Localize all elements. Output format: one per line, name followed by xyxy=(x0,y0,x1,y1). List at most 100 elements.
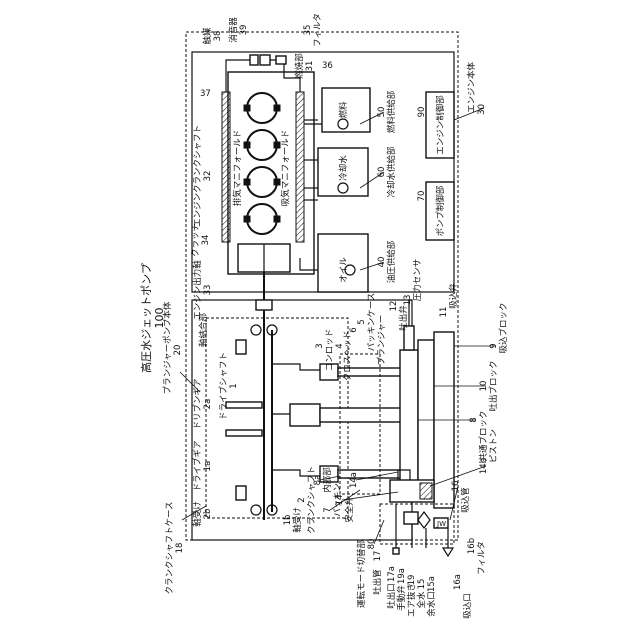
inner-label: 内部部 xyxy=(322,467,333,493)
air-vent-label: エア抜き xyxy=(406,583,417,617)
common-block xyxy=(400,350,418,490)
drive-gear xyxy=(226,430,262,436)
bearing-1b-label: 軸受け xyxy=(292,507,303,533)
n5-label: 5 xyxy=(357,319,367,324)
n7-label: 7 xyxy=(323,507,333,512)
n50-label: 50 xyxy=(377,107,387,118)
n36-label: 36 xyxy=(322,61,333,71)
safety-valve-label: 安全弁 xyxy=(344,497,355,523)
catalyst-label: 触媒 xyxy=(202,27,213,45)
bearing-2b-label: 軸受け xyxy=(192,501,203,527)
crank-case-num: 18 xyxy=(175,543,185,554)
shaft-coupling xyxy=(256,300,272,310)
suction-port-label: 吸込口 xyxy=(462,593,473,619)
discharge-valve-label: 吐出弁 xyxy=(398,305,409,331)
coupling-label: 軸結合部 xyxy=(198,313,209,348)
drive-shaft-label: ドライブシャフト xyxy=(218,352,229,420)
engine-ctrl-label: エンジン制御部 xyxy=(435,95,446,155)
n2-label: 2 xyxy=(297,497,307,502)
n2a-label: 2a xyxy=(203,399,213,410)
crosshead-label: クロスヘッド xyxy=(343,331,353,381)
crankshaft-e-num: 32 xyxy=(203,171,213,182)
n35-label: 35 xyxy=(303,25,313,36)
n3-label: 3 xyxy=(315,343,325,348)
crank-case-label: クランクシャフトケース xyxy=(165,501,175,594)
fuel-label: 燃料 xyxy=(338,101,349,119)
bearings xyxy=(236,325,277,515)
catalyst-box xyxy=(250,55,258,65)
n39-label: 39 xyxy=(239,25,249,36)
n19-label: 19 xyxy=(407,575,417,586)
n6-label: 6 xyxy=(349,327,359,332)
filter-e-box xyxy=(276,56,286,64)
suction-valve-label: 吸込弁 xyxy=(448,283,459,309)
n13-label: 13 xyxy=(403,295,413,306)
eshaft-num: 33 xyxy=(203,285,213,296)
n1a-label: 1a xyxy=(203,461,213,472)
n70-label: 70 xyxy=(417,191,427,202)
piston-label: ピストン xyxy=(489,429,499,463)
n11-label: 11 xyxy=(439,307,449,318)
driven-gear xyxy=(226,402,262,408)
n4-label: 4 xyxy=(335,343,345,348)
n14b-label: 14b xyxy=(479,458,489,474)
muffler-box xyxy=(260,55,270,65)
n19a-label: 19a xyxy=(397,568,407,584)
pump-ctrl-label: ポンプ制御部 xyxy=(435,185,446,236)
coolant-supply-label: 冷却水供給部 xyxy=(386,146,397,198)
eshaft-label: エンジン出力軸 xyxy=(192,260,203,320)
clutch-label: クラッチ xyxy=(191,223,201,257)
n40-label: 40 xyxy=(377,257,387,268)
pressure-sensor-label: 圧力センサ xyxy=(412,259,423,302)
n37-label: 37 xyxy=(200,89,211,99)
n17-label: 17 xyxy=(373,551,383,562)
n38-label: 38 xyxy=(213,31,223,42)
jw-label: JW xyxy=(436,520,446,528)
n17a-label: 17a xyxy=(387,566,397,582)
exhaust-manifold xyxy=(222,92,230,242)
n1-label: 1 xyxy=(229,383,239,388)
packing-case-label: パッキンケース xyxy=(367,293,377,352)
n16b-label: 16b xyxy=(467,538,477,554)
drive-gear-label: ドライブギア xyxy=(192,440,203,491)
intake-label: 吸気マニフォールド xyxy=(280,130,291,207)
intake-manifold xyxy=(296,92,304,242)
filter-e-label: フィルタ xyxy=(313,13,323,47)
n12-label: 12 xyxy=(389,301,399,312)
n1b-label: 1b xyxy=(283,515,293,526)
engine-body-label: エンジン本体 xyxy=(466,62,477,114)
engine-body-num: 30 xyxy=(477,104,487,115)
suction-block-label: 吸込ブロック xyxy=(498,302,509,353)
suction-pipe-label: 吸込管 xyxy=(460,487,471,513)
mode-switch-label: 運転モード切替部 xyxy=(356,540,367,609)
pump-body-label: プランジャーポンプ本体 xyxy=(162,301,173,394)
pump-body-num: 20 xyxy=(173,345,183,356)
coolant-label: 冷却水 xyxy=(338,155,349,181)
discharge-port-label: 吐出口 xyxy=(386,583,397,609)
fuel-part-label: 燃焼部 xyxy=(294,53,305,79)
clutch-num: 34 xyxy=(201,235,211,246)
muffler-label: 消音器 xyxy=(228,17,239,43)
manual-valve-label: 手動弁 xyxy=(396,585,407,611)
n90-label: 90 xyxy=(417,107,427,118)
common-block-label: 共通ブロック xyxy=(478,410,489,461)
discharge-block-label: 吐出ブロック xyxy=(488,360,499,411)
oil-supply-label: 油圧供給部 xyxy=(386,240,397,283)
crankshaft-e-label: エンジンクランクシャフト xyxy=(193,125,203,227)
filter-label: フィルタ xyxy=(477,541,487,575)
n15-label: 15 xyxy=(417,579,427,590)
spare-water-label: 余水口 xyxy=(426,591,437,617)
n2b-label: 2b xyxy=(203,509,213,520)
n31-label: 31 xyxy=(305,61,315,72)
plunger-label: プランジャー xyxy=(377,315,387,366)
all-water-label: 全水 xyxy=(416,591,427,609)
title-text: 高圧水ジェットポンプ xyxy=(139,263,153,373)
exhaust-label: 排気マニフォールド xyxy=(232,130,243,207)
n16a-label: 16a xyxy=(453,574,463,590)
n15a-label: 15a xyxy=(427,576,437,592)
oil-label: オイル xyxy=(339,257,349,283)
conrod-label: コンロッド xyxy=(325,329,335,372)
fuel-supply-label: 燃料供給部 xyxy=(386,90,397,133)
